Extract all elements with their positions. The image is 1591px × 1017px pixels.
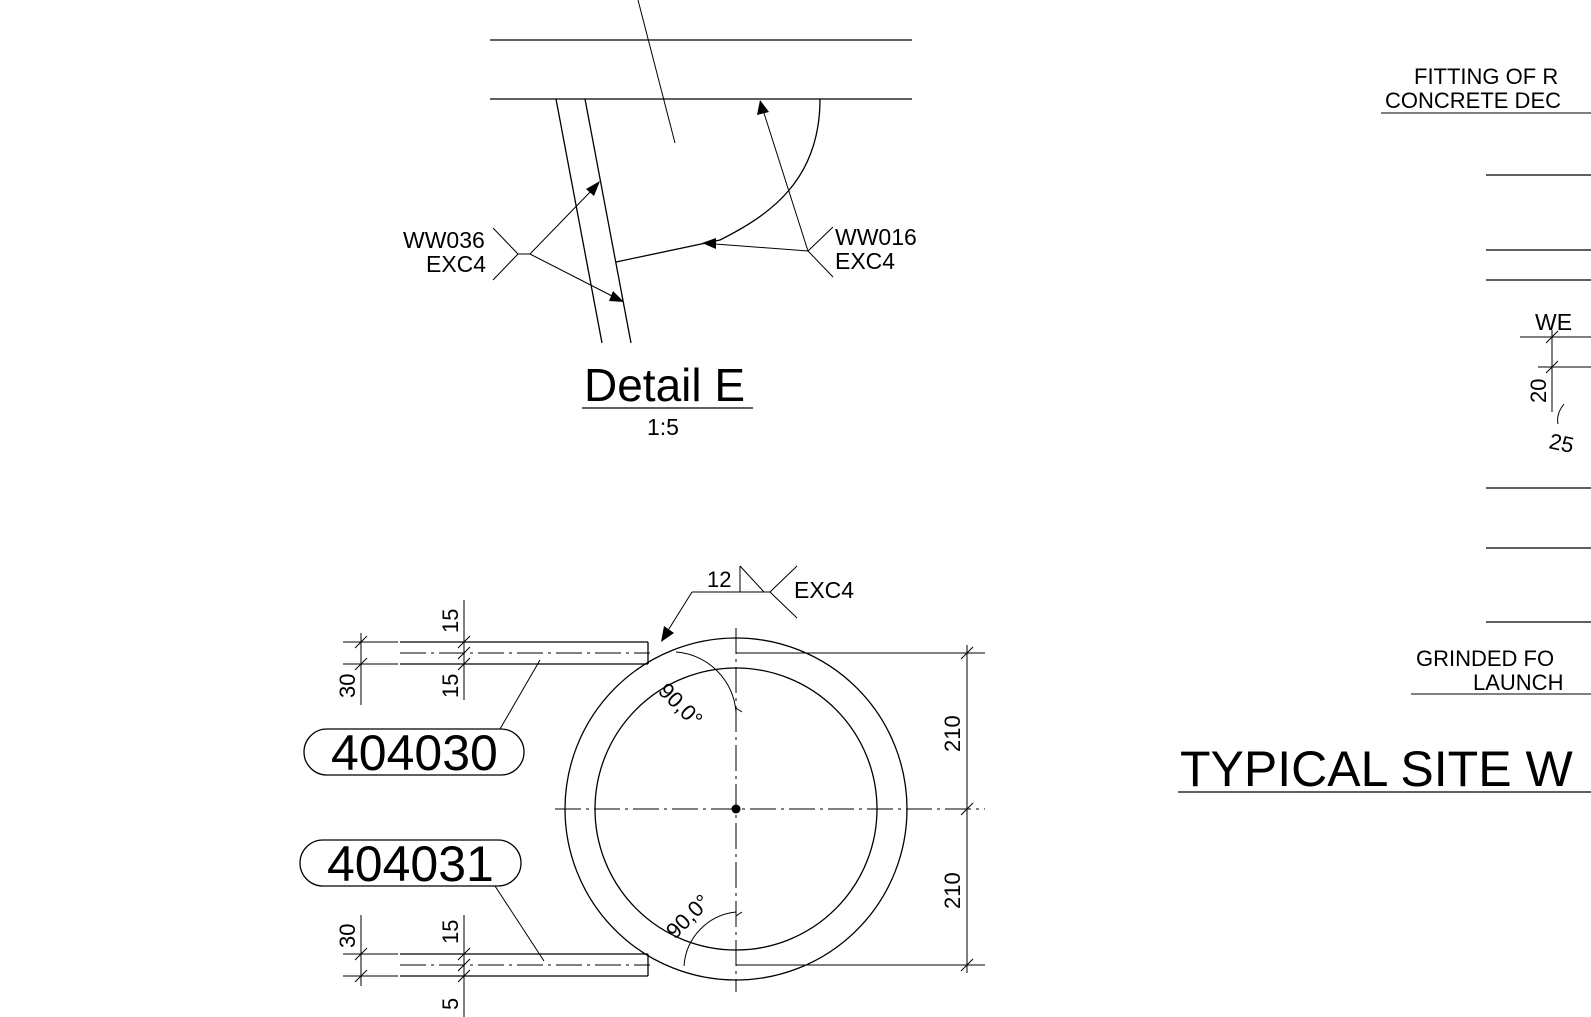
balloon-leader-top [499,659,541,730]
angle-label-upper: 90,0° [653,678,707,732]
weld-symbol-left-upper [492,227,519,255]
dim-tick [1545,360,1559,374]
note-bottom-line1: GRINDED FO [1416,646,1554,671]
weld-id-left: WW036 [403,227,485,253]
dim-radius-lower: 210 [940,872,965,909]
dim-tick [457,958,471,972]
right-panel: FITTING OF R CONCRETE DEC WE 20 25 GRIND… [1178,64,1591,797]
arrow-head [609,291,624,302]
dim-top-total: 30 [335,674,360,698]
weld-class-right: EXC4 [835,248,895,274]
weld-label: WE [1535,309,1572,335]
leader-left-lower [529,253,615,298]
weld-symbol-right-lower [807,250,834,278]
detail-title: Detail E [584,359,745,411]
plate-edge-left [555,98,603,344]
weld-class: EXC4 [794,577,854,603]
angle-arc-lower [683,911,737,967]
dim-25: 25 [1547,428,1576,458]
leader-left-upper [529,188,594,255]
leader-right-lower [714,243,809,252]
weld-class-left: EXC4 [426,251,486,277]
weld-symbol-left-lower [492,253,519,281]
dim-tick [354,635,368,649]
dim-bottom-upper: 15 [438,920,463,944]
dim-20: 20 [1526,379,1551,403]
part-balloon-bottom [299,839,522,887]
arrow-head [757,100,769,115]
part-number-bottom: 404031 [327,836,494,892]
dim-radius-upper: 210 [940,715,965,752]
section-cut-line [637,0,676,144]
angle-arc [1557,403,1565,425]
dim-tick [354,969,368,983]
weld-tail-upper [769,565,798,593]
dim-tick [1545,330,1559,344]
weld-size: 12 [707,567,731,592]
note-top-line1: FITTING OF R [1414,64,1558,89]
angle-tick [735,707,743,713]
angle-tick [735,911,743,917]
plate-edge-right [584,98,632,344]
section-view: 90,0° 90,0° 12 EXC4 404030 404031 30 15 … [299,565,985,1017]
dim-tick [960,802,974,816]
leader-right-upper [762,109,809,252]
weld-arrow-leader [666,591,693,633]
note-bottom-line2: LAUNCH [1473,670,1563,695]
note-top-line2: CONCRETE DEC [1385,88,1561,113]
dim-tick [457,969,471,983]
balloon-leader-bottom [494,885,545,962]
arrow-head [586,181,600,196]
dim-bottom-total: 30 [335,924,360,948]
part-number-top: 404030 [331,725,498,781]
main-title: TYPICAL SITE W [1180,741,1573,797]
dim-tick [457,657,471,671]
dim-tick [457,646,471,660]
dim-tick [457,635,471,649]
dim-top-lower: 15 [438,674,463,698]
dim-tick [960,646,974,660]
weld-symbol-right-upper [807,226,834,252]
detail-e-view: WW036 EXC4 WW016 EXC4 Detail E 1:5 [403,0,917,440]
detail-scale: 1:5 [647,414,679,440]
dim-tick [457,947,471,961]
arrow-head [702,238,716,249]
dim-top-upper: 15 [438,609,463,633]
dim-tick [960,958,974,972]
fillet-weld-triangle [739,565,766,593]
dim-bottom-lower: 5 [438,998,463,1010]
dim-tick [354,947,368,961]
weld-profile [615,98,821,263]
weld-id-right: WW016 [835,224,917,250]
dim-tick [354,657,368,671]
arrow-head [661,626,674,642]
angle-label-lower: 90,0° [661,889,715,943]
angle-arc-upper [675,651,737,713]
part-balloon-top [303,728,525,776]
weld-tail-lower [769,591,798,619]
